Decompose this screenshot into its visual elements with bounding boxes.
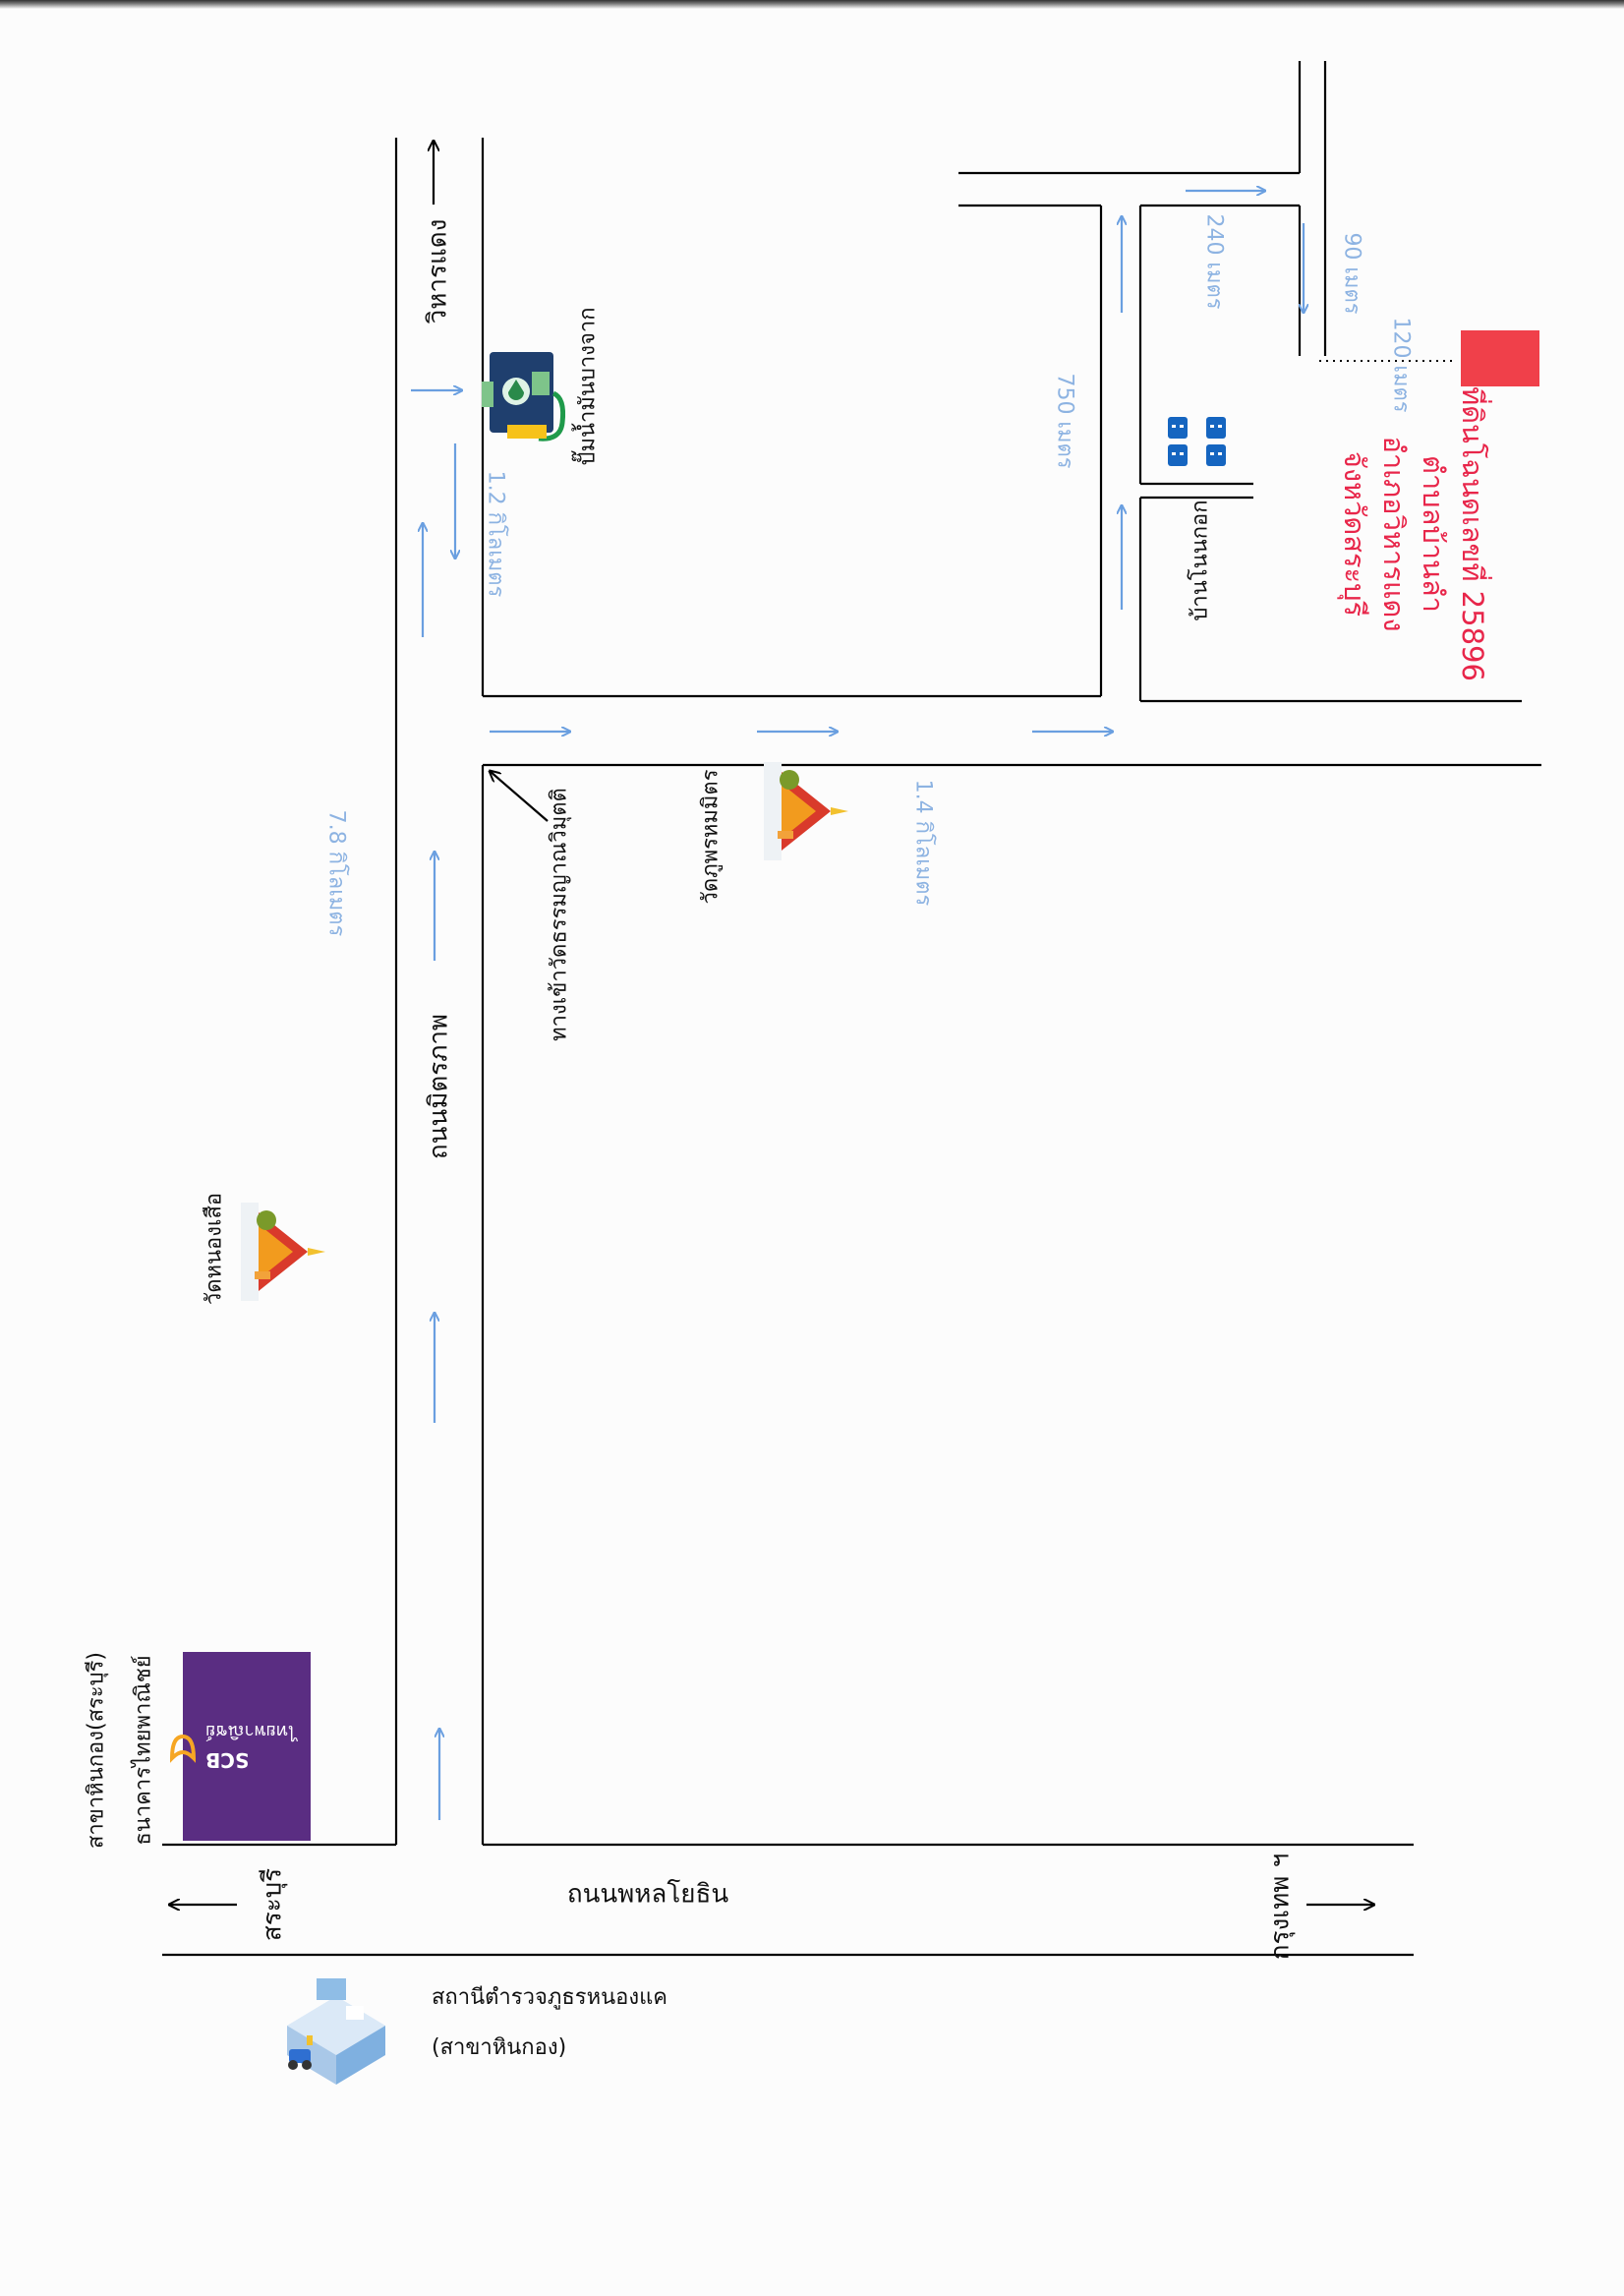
scb-branch-line1: ธนาคารไทยพาณิชย์ [131, 1655, 156, 1846]
destination-marker [1461, 330, 1539, 386]
scb-logo-th: ไทยพาณิชย์ [205, 1721, 297, 1741]
distance-7-8km: 7.8 กิโลเมตร [323, 809, 349, 937]
distance-750m: 750 เมตร [1052, 373, 1077, 469]
scan-edge [0, 0, 1624, 9]
police-station-line1: สถานีตำรวจภูธรหนองแค [432, 1985, 667, 2010]
destination-title: ที่ดินโฉนดเลขที่ 25896 [1456, 386, 1489, 681]
road-direction-arrows [169, 141, 1374, 1905]
temple-icon [241, 1203, 325, 1301]
road-label-bangkok: กรุงเทพ ฯ [1265, 1853, 1296, 1961]
destination-district: อำเภอวิหารแดง [1377, 436, 1411, 632]
scb-logo-en: SCB [205, 1748, 250, 1772]
road-lines [162, 61, 1541, 1957]
police-station-icon [287, 1978, 385, 2085]
ban-nong-kop-label: บ้านโนนกอก [1188, 500, 1213, 621]
wat-nong-sua-label: วัดหนองเสือ [202, 1192, 227, 1306]
destination-label: ที่ดินโฉนดเลขที่ 25896 ตำบลบ้านลำ อำเภอว… [1335, 386, 1492, 681]
destination-subdistrict: ตำบลบ้านลำ [1417, 455, 1450, 613]
scb-mark-icon [169, 1734, 197, 1763]
distance-90m: 90 เมตร [1339, 232, 1364, 315]
wat-phu-phrom-label: วัดภูพรหมมิตร [698, 769, 724, 905]
gas-station-icon [482, 352, 566, 442]
distance-240m: 240 เมตร [1201, 213, 1227, 310]
destination-province: จังหวัดสระบุรี [1338, 450, 1371, 618]
house-icons [1168, 417, 1226, 466]
police-station-line2: (สาขาหินกอง) [432, 2035, 567, 2060]
road-label-mittraphap: ถนนมิตรภาพ [424, 1013, 454, 1160]
scb-branch-line2: สาขาหินกอง(สระบุรี) [84, 1652, 109, 1849]
distance-120m: 120 เมตร [1388, 317, 1414, 413]
road-label-wihandaeng: วิหารแดง [423, 218, 453, 324]
route-arrows [411, 191, 1304, 1820]
scb-logo: SCB ไทยพาณิชย์ [169, 1652, 311, 1841]
temple-icon [764, 762, 848, 860]
entrance-pointer-icon [490, 771, 549, 822]
entrance-label: ทางเข้าวัดธรรมญาณวิมุตติ [547, 788, 572, 1041]
distance-1-2km: 1.2 กิโลเมตร [483, 470, 508, 598]
distance-1-4km: 1.4 กิโลเมตร [910, 779, 936, 907]
gas-station-label: ปั๊มน้ำมันบางจาก [575, 307, 601, 466]
road-label-phahon: ถนนพหลโยธิน [566, 1879, 729, 1910]
road-label-saraburi: สระบุรี [258, 1867, 288, 1942]
